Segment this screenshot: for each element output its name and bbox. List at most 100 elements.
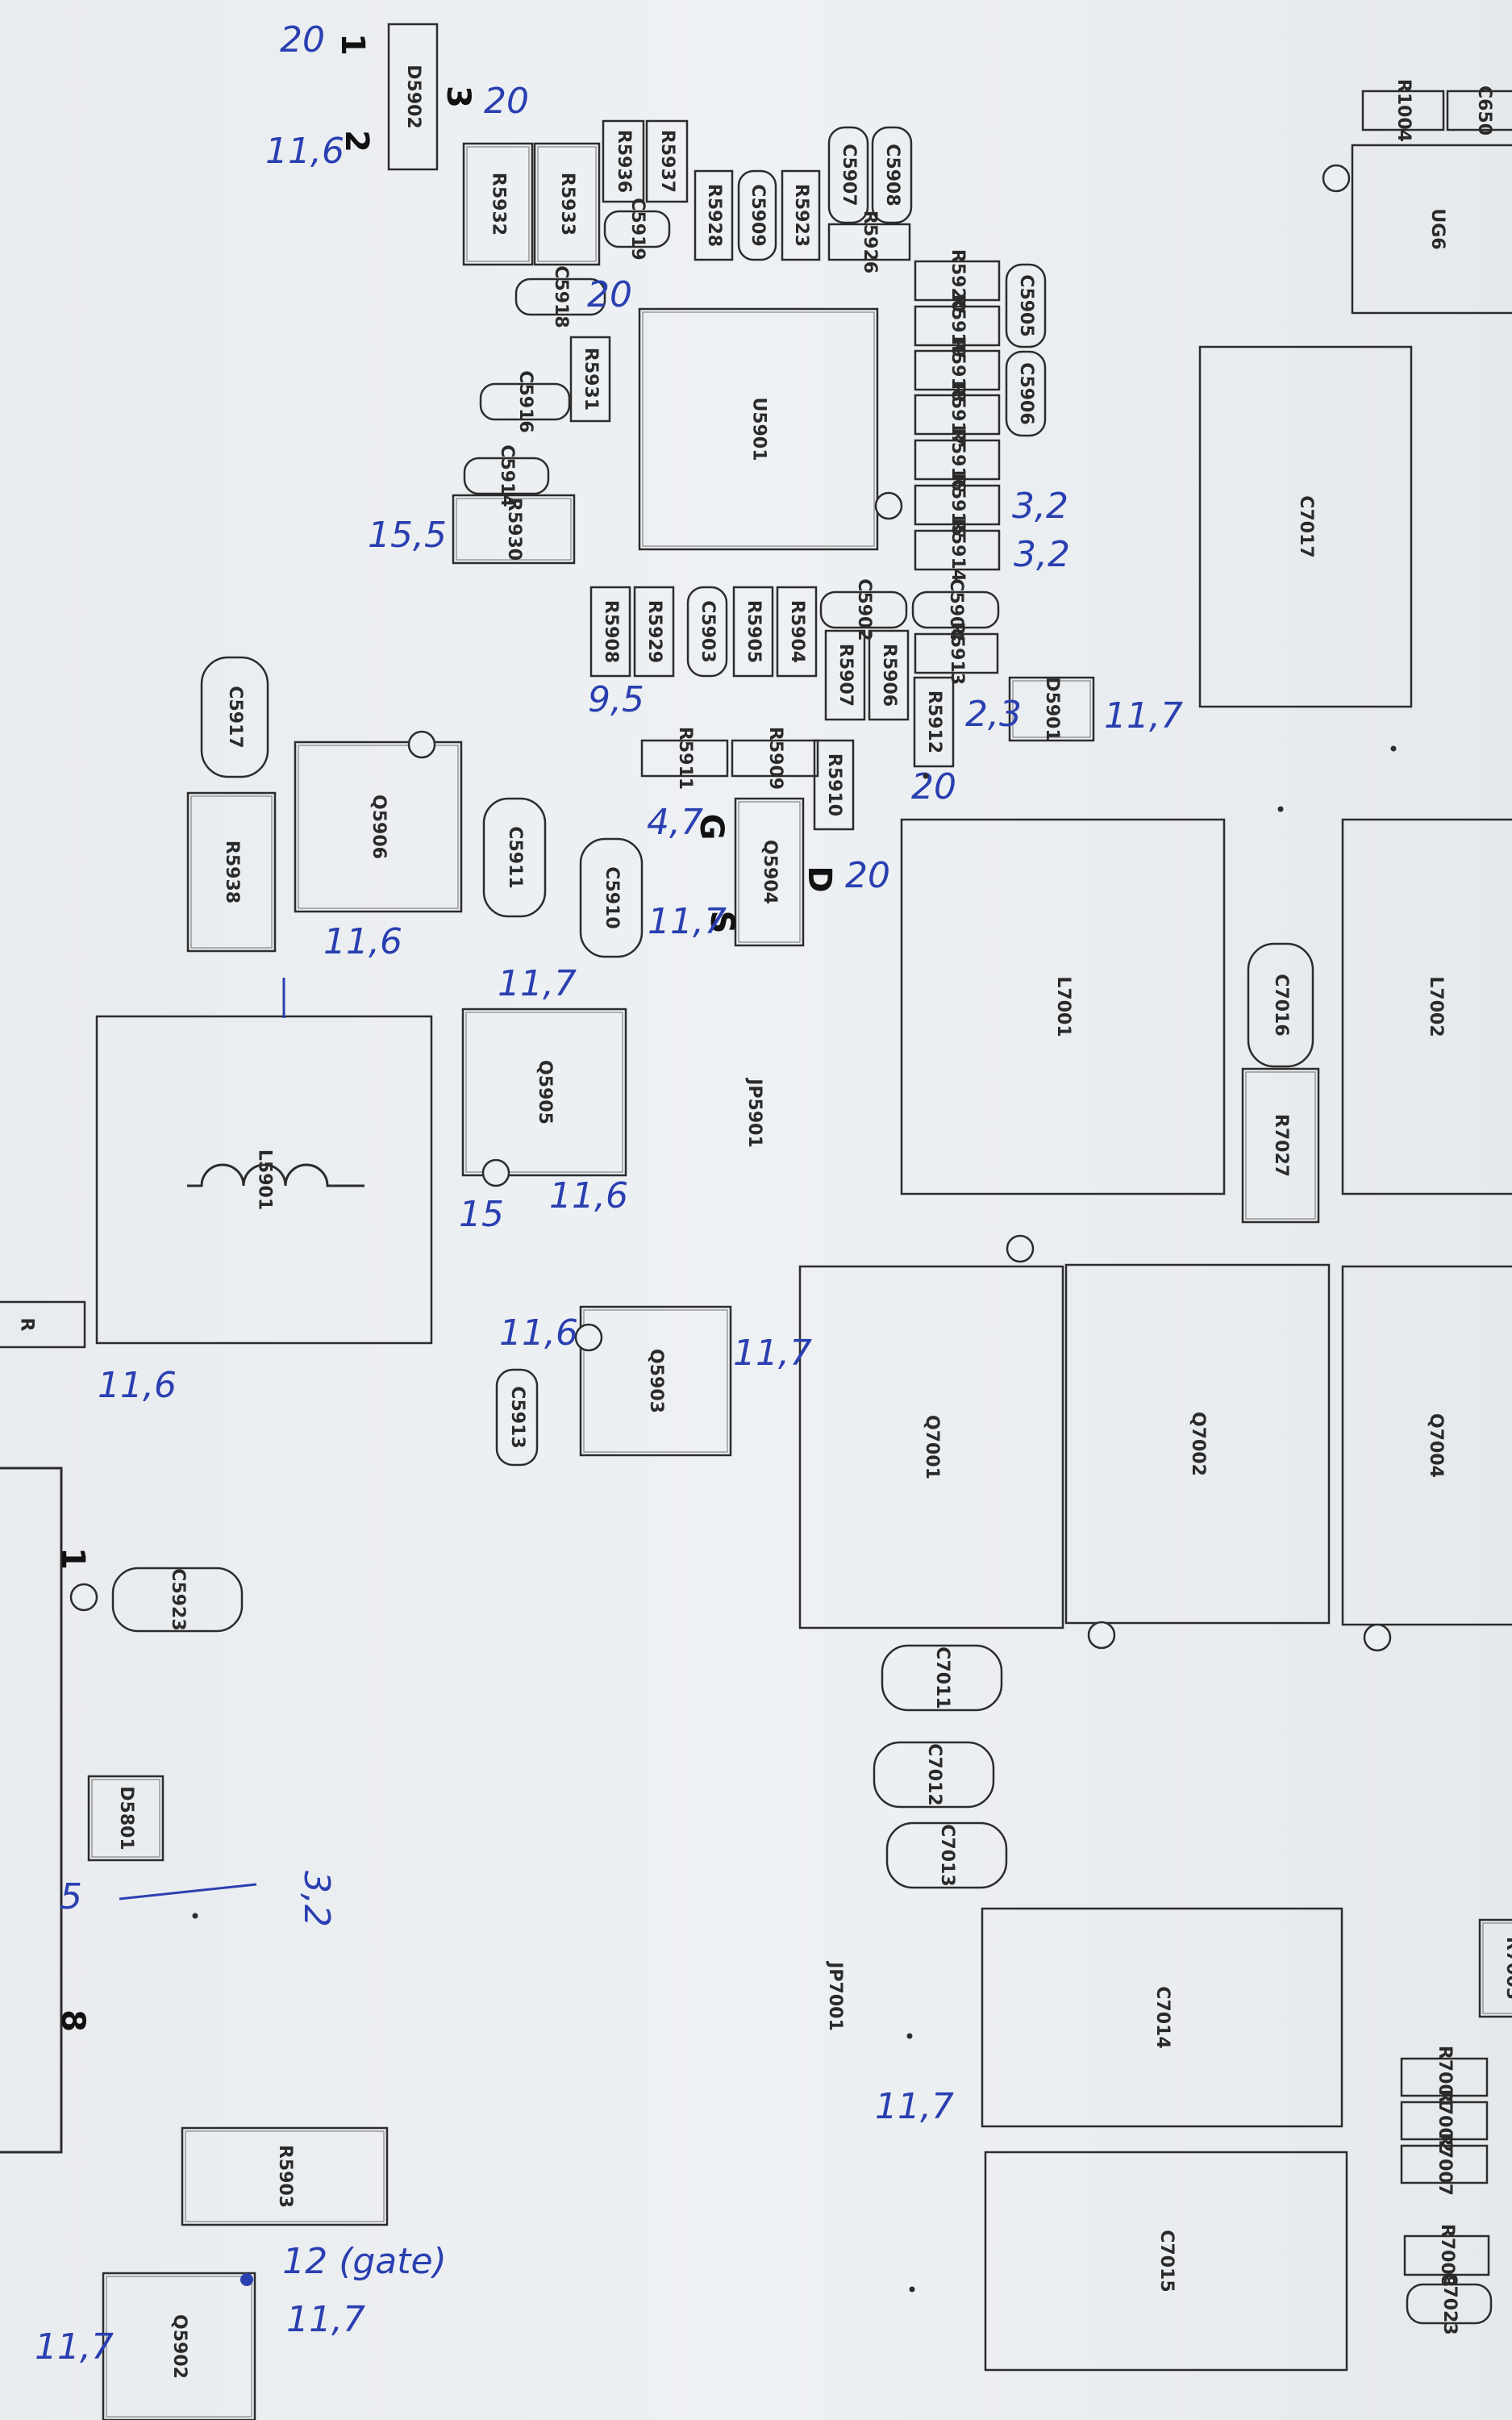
component-outline [1341,1265,1512,1626]
component-ref-label: R5936 [614,130,634,193]
component-ref-label: R5938 [222,841,242,903]
handwritten-note: 3,2 [296,1871,337,1927]
component-ref-label: D5901 [1042,677,1062,741]
handwritten-note: 20 [911,766,956,807]
component-inner-outline [537,146,597,262]
component-outline [1406,2283,1493,2325]
pin-one-marker [69,1583,98,1612]
component-outline [914,305,1001,347]
component-outline [452,494,576,565]
component-outline [984,2151,1348,2372]
pin-one-marker [574,1323,603,1352]
component-outline [914,260,1001,302]
component-outline [776,586,818,678]
component-ref-label: C5907 [839,144,859,206]
component-ref-label: R5929 [644,600,664,663]
component-ref-label: JP7001 [825,1960,845,2031]
component-inner-outline [1245,1071,1316,1220]
component-ref-label: C5917 [225,686,245,748]
component-ref-label: C5911 [505,826,525,888]
component-inner-outline [91,1779,160,1858]
component-ref-label: R5910 [824,753,844,816]
component-c5919: C5919 [603,198,671,261]
handwritten-note: 15,5 [368,515,447,556]
component-ref-label: L7001 [1053,976,1073,1037]
component-r5903: R5903 [181,2126,389,2226]
component-outline [827,223,911,261]
inductor-coil-symbol [187,1163,364,1187]
pin-one-marker [1322,164,1351,193]
component-ref-label: R5907 [835,644,856,707]
component-outline [731,739,819,778]
component-c7016: C7016 [1247,942,1314,1068]
pin-one-marker [481,1158,510,1187]
component-ref-label: C5916 [515,370,535,432]
component-outline [694,169,734,261]
component-ref-label: R5926 [860,211,880,273]
component-ref-label: R1004 [1393,79,1414,142]
component-r5909: R5909 [731,727,819,790]
component-ref-label: C5910 [602,866,622,928]
component-ref-label: Q7004 [1426,1413,1446,1478]
handwritten-note: 11,7 [498,963,577,1004]
component-outline [102,2272,256,2420]
component-ref-label: R5911 [675,727,695,790]
handwritten-note: 20 [587,274,632,315]
component-c7011: C7011 [881,1644,1003,1712]
component-outline [881,1644,1003,1712]
component-ref-label: R5914 [948,519,968,582]
component-outline [913,676,955,768]
component-r7027: R7027 [1241,1067,1320,1224]
handwritten-note: 3,2 [1012,486,1068,527]
component-c5904: C5904 [911,578,1000,641]
component-ref-label: L5901 [255,1150,275,1210]
component-ref-label: C5909 [748,184,768,246]
component-c5918: C5918 [514,265,606,328]
component-outline [914,349,1001,391]
component-outline [579,837,644,958]
pin-one-marker [1006,1234,1035,1263]
component-r5918: R5918 [914,339,1001,402]
component-outline [479,382,571,421]
silkscreen-dot [923,773,929,779]
component-r5914: R5914 [914,519,1001,582]
component-inner-outline [642,311,875,547]
component-outline [981,1907,1343,2128]
component-outline [482,797,547,918]
silkscreen-dot [906,2033,913,2039]
component-r5905: R5905 [732,586,774,678]
component-ref-label: R5931 [581,348,601,411]
pin-one-marker [1087,1621,1116,1650]
component-ref-label: R5917 [948,383,968,446]
silkscreen-dot [909,2286,915,2293]
component-r7007: R7007 [1400,2133,1489,2196]
component-outline [914,439,1001,481]
component-r5930: R5930 [452,494,576,565]
component-r: R [0,1300,86,1349]
handwritten-note: 11,7 [875,2086,954,2127]
component-q7002: Q7002 [1064,1263,1331,1625]
component-r5928: R5928 [694,169,734,261]
component-jp7001: JP7001 [825,1960,845,2031]
handwritten-note: 11,7 [1104,695,1183,736]
component-outline [95,1015,433,1345]
component-ref-label: C650 [1474,86,1494,136]
component-r5931: R5931 [569,336,611,423]
component-ref-label: R5906 [879,644,899,707]
component-c5916: C5916 [479,370,571,433]
component-outline [686,586,728,678]
component-outline [871,126,913,224]
component-c7015: C7015 [984,2151,1348,2372]
component-outline [911,590,1000,629]
component-outline [1198,345,1413,708]
component-outline [186,791,277,953]
component-ref-label: Q5903 [646,1349,666,1413]
component-ref-label: R5933 [557,173,577,236]
component-c5910: C5910 [579,837,644,958]
handwritten-note: 4,7 [647,802,703,843]
component-outline [819,590,908,629]
component-ref-label: R7027 [1271,1114,1291,1177]
component-r7002: R7002 [1400,2089,1489,2152]
